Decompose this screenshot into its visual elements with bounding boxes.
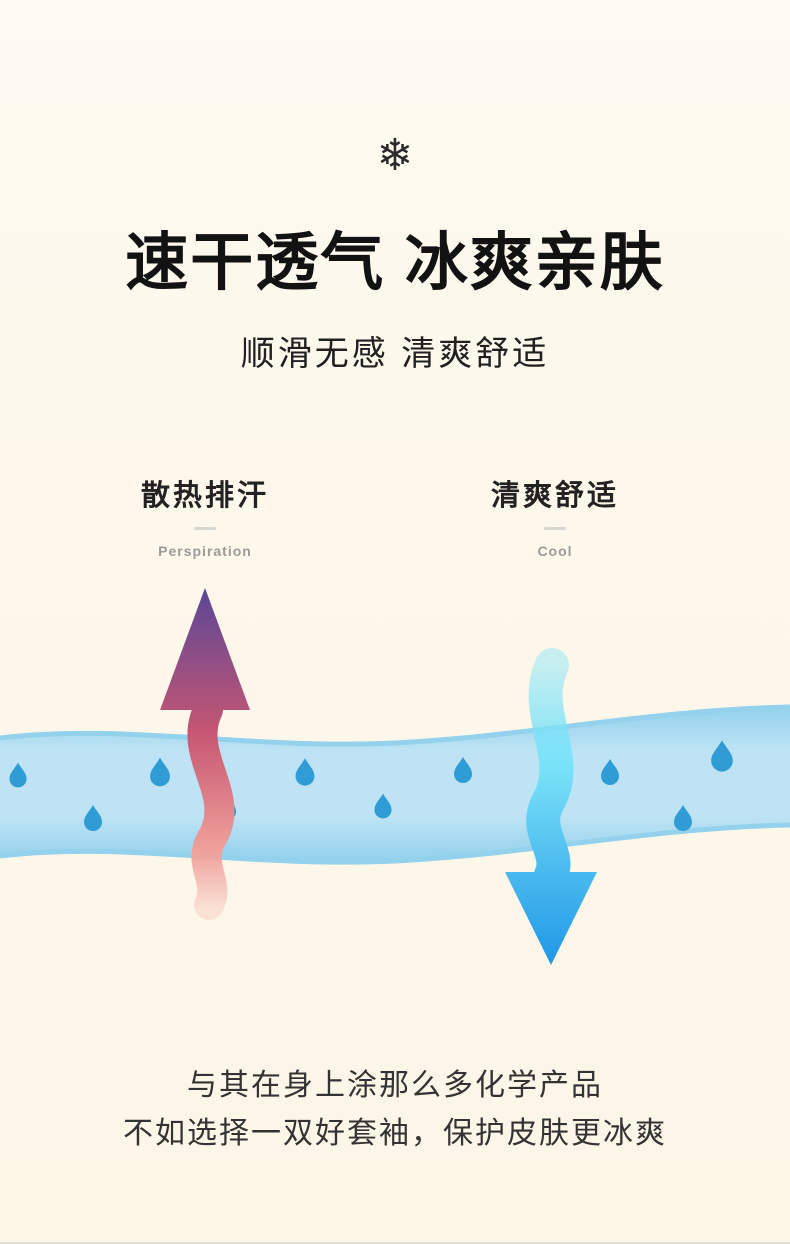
cool-down-arrow bbox=[505, 648, 597, 965]
feature-perspiration-subtitle: Perspiration bbox=[158, 543, 252, 559]
fabric-band-top-edge bbox=[0, 704, 790, 747]
bottom-divider bbox=[0, 1242, 790, 1244]
feature-perspiration: 散热排汗 Perspiration bbox=[55, 472, 355, 559]
footer-copy: 与其在身上涂那么多化学产品 不如选择一双好套袖，保护皮肤更冰爽 bbox=[0, 1062, 790, 1158]
feature-cool-title: 清爽舒适 bbox=[490, 480, 619, 512]
footer-line-2: 不如选择一双好套袖，保护皮肤更冰爽 bbox=[123, 1117, 667, 1150]
fabric-band-bottom-edge bbox=[0, 822, 790, 865]
feature-perspiration-title: 散热排汗 bbox=[140, 480, 269, 512]
perspiration-up-arrow bbox=[160, 588, 250, 920]
footer-line-1: 与其在身上涂那么多化学产品 bbox=[187, 1069, 603, 1102]
feature-cool: 清爽舒适 Cool bbox=[405, 472, 705, 559]
fabric-breathability-diagram bbox=[0, 588, 790, 965]
fabric-band bbox=[0, 707, 790, 863]
feature-cool-subtitle: Cool bbox=[537, 543, 573, 559]
feature-divider bbox=[544, 527, 566, 530]
page-subtitle: 顺滑无感 清爽舒适 bbox=[240, 335, 550, 373]
page-title: 速干透气 冰爽亲肤 bbox=[125, 228, 665, 298]
snowflake-icon: ❄ bbox=[376, 131, 414, 180]
feature-divider bbox=[194, 527, 216, 530]
